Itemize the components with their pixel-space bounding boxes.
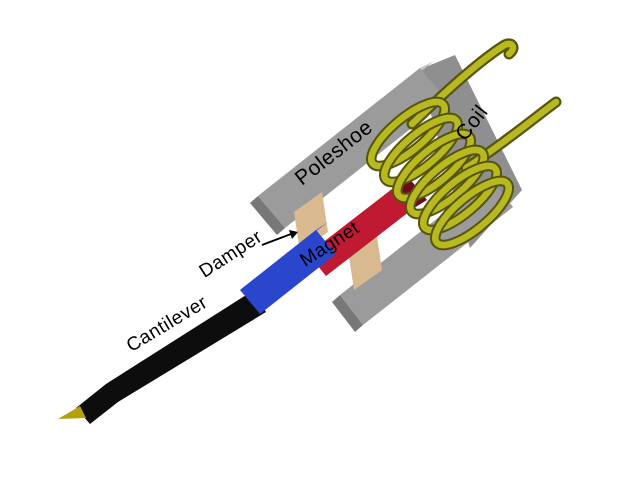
coil-group — [366, 38, 562, 251]
poleshoe-upper-arm-front-face — [258, 68, 447, 228]
coil-loop-5-wire — [420, 162, 500, 234]
poleshoe-upper-arm-end-face — [250, 196, 285, 235]
poleshoe-lower-arm-end-face — [332, 295, 363, 332]
holder-front-face — [240, 230, 336, 314]
coil-loop-2-wire — [381, 114, 461, 186]
coil-loop-6-wire — [432, 177, 512, 249]
coil-lead-right-wire — [462, 98, 560, 172]
cantilever-arm — [76, 290, 266, 424]
coil-loop-4-wire — [407, 146, 487, 218]
stylus-tip-icon — [58, 406, 86, 419]
coil-loop-1-wire — [368, 98, 448, 170]
damper-arrow-line — [261, 233, 292, 246]
damper-label: Damper — [196, 226, 267, 282]
coil-loop-3-wire — [394, 130, 474, 202]
holder-group — [240, 222, 336, 314]
cantilever-group — [58, 290, 266, 424]
damper-arrow-head — [289, 230, 298, 239]
